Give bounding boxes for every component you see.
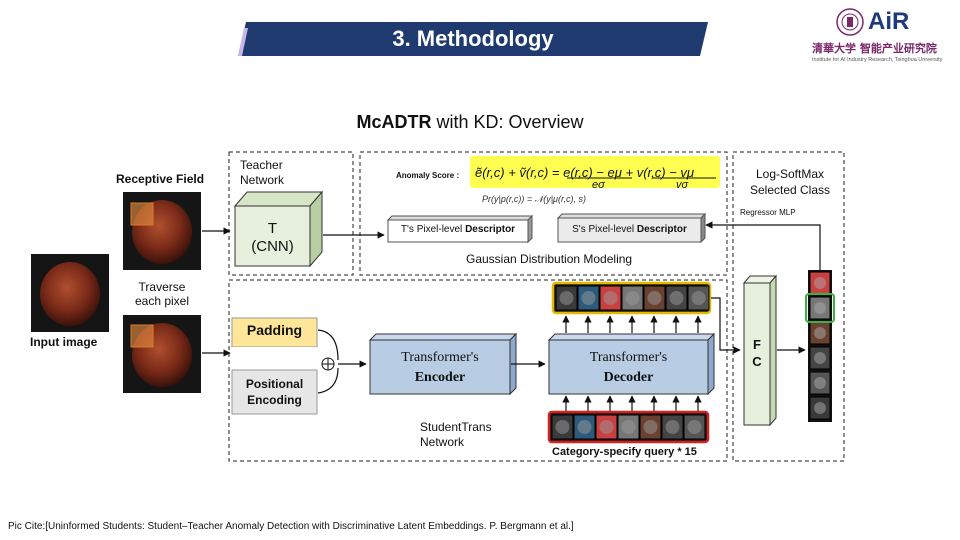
fully-connected-box bbox=[742, 274, 778, 427]
regressor-mlp-label: Regressor MLP bbox=[740, 208, 796, 217]
air-logo: AiR bbox=[868, 8, 910, 35]
posenc-line1: Positional bbox=[245, 377, 304, 391]
university-seal-icon bbox=[836, 8, 864, 36]
query-tile-glyph bbox=[665, 420, 680, 434]
output-tile-glyph bbox=[691, 291, 706, 305]
gaussian-formula: Pr(y|p(r,c)) = 𝒩(y|μ(r,c), s) bbox=[482, 194, 586, 204]
fc-line1: F bbox=[753, 337, 761, 352]
teacher-box-line1: T bbox=[267, 220, 278, 237]
output-tile-glyph bbox=[625, 291, 640, 305]
output-tile-glyph bbox=[669, 291, 684, 305]
anomaly-score-label: Anomaly Score : bbox=[396, 171, 460, 180]
fc-line2: C bbox=[752, 354, 762, 369]
query-tile-glyph bbox=[555, 420, 570, 434]
title-banner bbox=[238, 22, 708, 56]
teacher-descriptor-bold: Descriptor bbox=[465, 224, 516, 235]
teacher-label-line2: Network bbox=[240, 173, 285, 187]
encoder-line1: Transformer's bbox=[401, 350, 479, 365]
class-tile-glyph bbox=[814, 402, 826, 414]
query-tile-glyph bbox=[599, 420, 614, 434]
traverse-label-line1: Traverse bbox=[138, 280, 186, 294]
posenc-line2: Encoding bbox=[247, 393, 302, 407]
teacher-cnn-box bbox=[233, 190, 324, 268]
student-label-line1: StudentTrans bbox=[420, 420, 492, 434]
anomaly-score-formula: ẽ(r,c) + ṽ(r,c) = e(r,c) − eμ + v(r,c) −… bbox=[475, 165, 694, 180]
output-tile-glyph bbox=[581, 291, 596, 305]
input-image-label: Input image bbox=[30, 335, 98, 349]
gaussian-modeling-label: Gaussian Distribution Modeling bbox=[466, 252, 633, 266]
transformer-encoder-box bbox=[368, 332, 518, 396]
traverse-label-line2: each pixel bbox=[134, 294, 190, 308]
student-label-line2: Network bbox=[420, 435, 465, 449]
query-tile-glyph bbox=[621, 420, 636, 434]
output-tile-glyph bbox=[603, 291, 618, 305]
teacher-box-line2: (CNN) bbox=[251, 238, 294, 255]
output-tile-glyph bbox=[647, 291, 662, 305]
class-tile-glyph bbox=[814, 377, 826, 389]
institute-name-cn: 清華大学 智能产业研究院 bbox=[812, 42, 937, 55]
query-tile-glyph bbox=[577, 420, 592, 434]
logsoftmax-line1: Log-SoftMax bbox=[755, 167, 825, 181]
query-tile-glyph bbox=[687, 420, 702, 434]
decoder-line1: Transformer's bbox=[589, 350, 668, 365]
query-tile-glyph bbox=[643, 420, 658, 434]
student-descriptor-box bbox=[556, 212, 707, 244]
diagram-title-bold: McADTR bbox=[356, 112, 432, 132]
output-tile-glyph bbox=[559, 291, 574, 305]
student-descriptor-label: S's Pixel-level Descriptor bbox=[558, 224, 701, 235]
encoder-line2: Encoder bbox=[414, 370, 466, 385]
decoder-line2: Decoder bbox=[603, 370, 654, 385]
padding-label: Padding bbox=[246, 322, 303, 338]
category-query-label: Category-specify query * 15 bbox=[552, 446, 697, 458]
class-tile-glyph bbox=[814, 352, 826, 364]
class-tile-glyph bbox=[814, 327, 826, 339]
receptive-field-image-bottom bbox=[123, 315, 201, 393]
teacher-descriptor-box bbox=[386, 214, 534, 244]
diagram-title-rest: with KD: Overview bbox=[431, 112, 584, 132]
receptive-field-image-top bbox=[123, 192, 201, 270]
class-tile-glyph bbox=[814, 277, 826, 289]
diagram-title: McADTR with KD: Overview bbox=[280, 112, 660, 133]
transformer-decoder-box bbox=[547, 332, 716, 396]
class-tile-glyph bbox=[814, 302, 826, 314]
teacher-region bbox=[228, 151, 354, 276]
student-region bbox=[228, 279, 728, 462]
page-title: 3. Methodology bbox=[392, 26, 554, 51]
teacher-descriptor-prefix: T's Pixel-level bbox=[400, 224, 466, 235]
receptive-field-label: Receptive Field bbox=[116, 172, 205, 186]
selected-class-highlight bbox=[805, 293, 835, 323]
citation: Pic Cite:[Uninformed Students: Student–T… bbox=[8, 521, 574, 532]
logsoftmax-line2: Selected Class bbox=[749, 183, 831, 197]
svg-text:vσ: vσ bbox=[676, 179, 689, 191]
student-descriptor-bold: Descriptor bbox=[636, 224, 687, 235]
padding-box bbox=[231, 317, 318, 348]
teacher-box-label: T(CNN) bbox=[235, 220, 310, 256]
teacher-label-line1: Teacher bbox=[240, 158, 283, 172]
student-descriptor-prefix: S's Pixel-level bbox=[572, 224, 637, 235]
teacher-descriptor-label: T's Pixel-level Descriptor bbox=[388, 224, 528, 235]
institute-name-en: Institute for AI Industry Research, Tsin… bbox=[812, 57, 943, 63]
positional-encoding-box bbox=[231, 369, 318, 415]
svg-text:eσ: eσ bbox=[592, 179, 605, 191]
gaussian-region bbox=[359, 151, 728, 276]
anomaly-score-highlight bbox=[470, 156, 720, 188]
